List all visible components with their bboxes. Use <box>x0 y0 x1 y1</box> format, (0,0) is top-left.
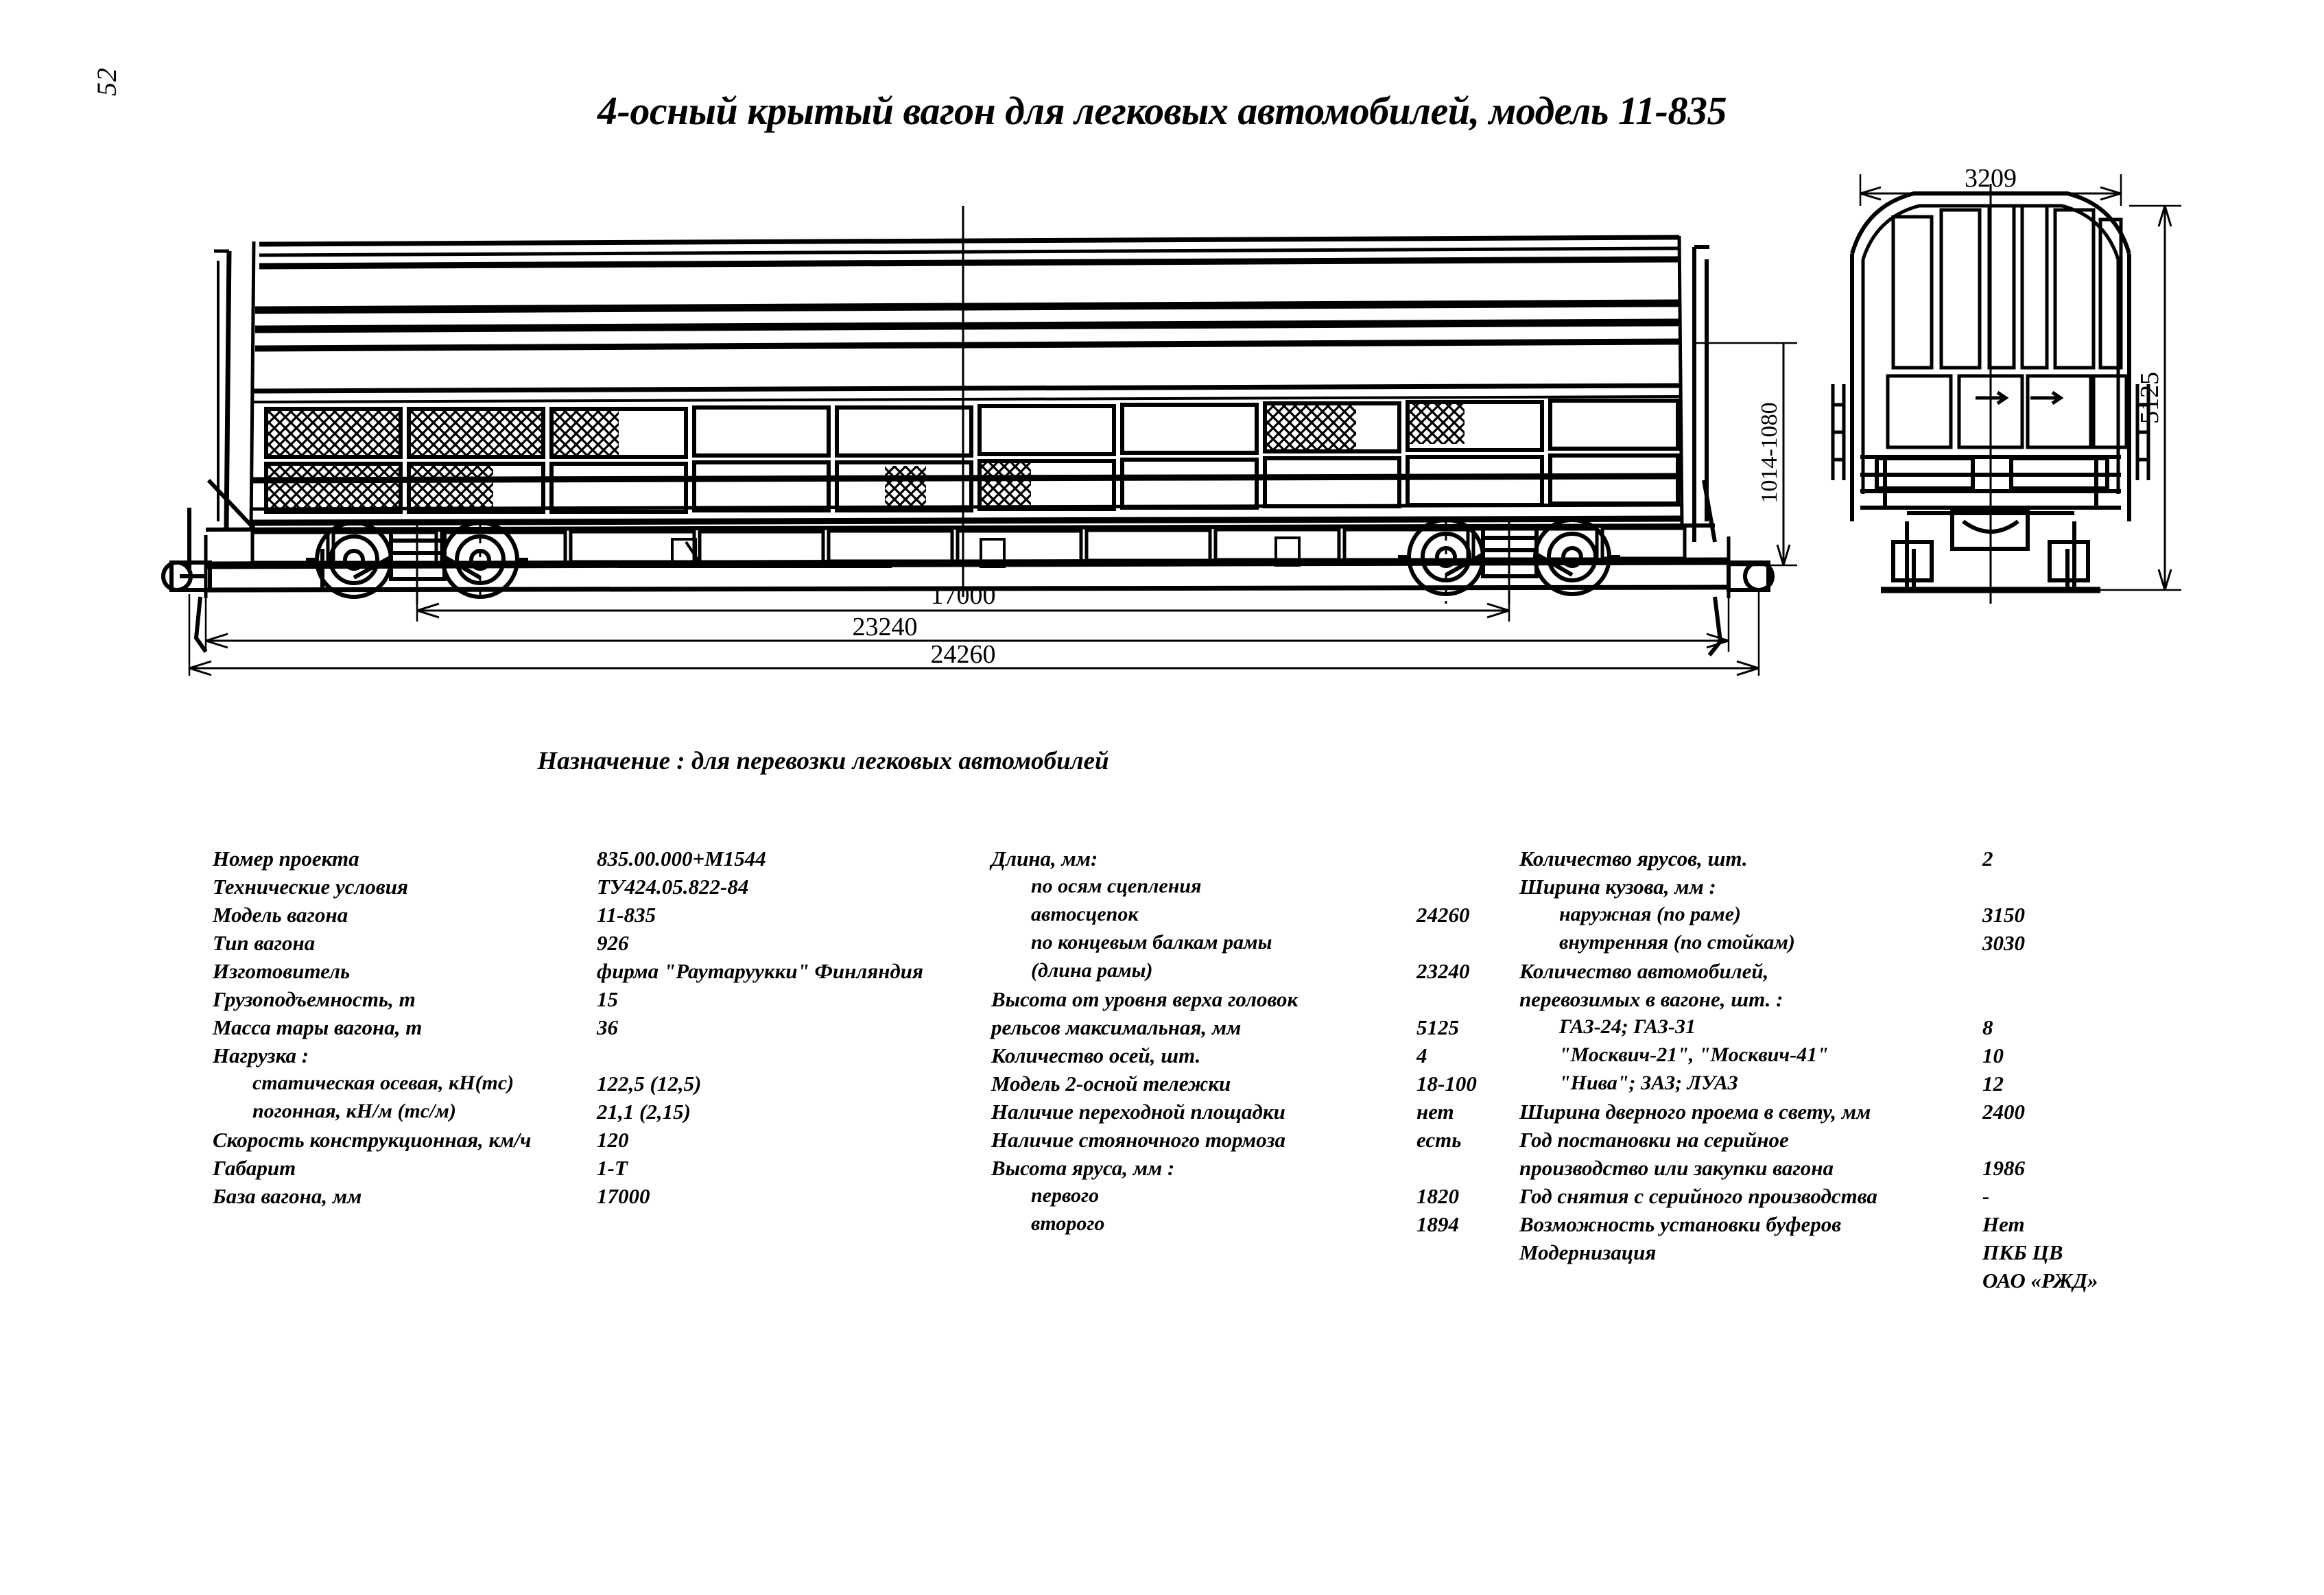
spec-value: нет <box>1416 1100 1454 1124</box>
spec-value: 835.00.000+М1544 <box>597 847 766 871</box>
spec-label: Модель 2-осной тележки <box>991 1072 1231 1096</box>
spec-value: 15 <box>597 987 618 1011</box>
spec-value: 926 <box>597 931 629 955</box>
technical-drawing: 17000 23240 24260 3209 5125 1014-1080 <box>0 0 2324 693</box>
spec-value: 23240 <box>1416 959 1470 983</box>
spec-label: Наличие стояночного тормоза <box>991 1128 1285 1152</box>
spec-label: Год снятия с серийного производства <box>1519 1184 1877 1208</box>
spec-value: ТУ424.05.822-84 <box>597 875 749 899</box>
spec-label: второго <box>1031 1212 1105 1235</box>
spec-label: погонная, кН/м (тс/м) <box>252 1100 456 1122</box>
spec-label: Высота яруса, мм : <box>991 1156 1175 1180</box>
spec-label: по концевым балкам рамы <box>1031 931 1272 954</box>
spec-label: Тип вагона <box>213 931 316 955</box>
spec-label: Масса тары вагона, т <box>213 1015 423 1039</box>
spec-label: Скорость конструкционная, км/ч <box>213 1128 532 1152</box>
spec-value: 5125 <box>1416 1015 1459 1039</box>
spec-value: 4 <box>1416 1043 1427 1067</box>
page-title: 4-осный крытый вагон для легковых автомо… <box>597 88 1727 133</box>
spec-label: Технические условия <box>213 875 408 899</box>
dim-frame-length: 23240 <box>853 613 918 641</box>
dim-coupler-length: 24260 <box>931 640 996 669</box>
dim-end-width: 3209 <box>1965 164 2017 193</box>
spec-label: Изготовитель <box>213 959 351 983</box>
spec-label: по осям сцепления <box>1031 875 1202 897</box>
dim-wheelbase: 17000 <box>931 581 996 610</box>
spec-label: Модель вагона <box>213 903 348 927</box>
spec-value: 10 <box>1982 1043 2004 1067</box>
spec-value: 1894 <box>1416 1212 1459 1236</box>
spec-label: (длина рамы) <box>1031 959 1153 982</box>
purpose-line: Назначение : для перевозки легковых авто… <box>537 747 1109 775</box>
spec-value: 1986 <box>1982 1156 2025 1180</box>
spec-value: 12 <box>1982 1072 2004 1096</box>
spec-value: 1-Т <box>597 1156 628 1180</box>
spec-label: статическая осевая, кН(тс) <box>252 1072 514 1094</box>
spec-value: - <box>1982 1184 1990 1208</box>
spec-label: Возможность установки буферов <box>1519 1212 1842 1236</box>
spec-value: 3150 <box>1982 903 2025 927</box>
spec-label: Ширина дверного проема в свету, мм <box>1519 1100 1871 1124</box>
spec-value: фирма "Раутаруукки" Финляндия <box>597 959 924 983</box>
spec-value: 11-835 <box>597 903 656 927</box>
spec-label: Количество осей, шт. <box>991 1043 1201 1067</box>
spec-value: 120 <box>597 1128 629 1152</box>
spec-value: 17000 <box>597 1184 650 1208</box>
spec-label: Номер проекта <box>213 847 359 871</box>
spec-value: ПКБ ЦВ <box>1982 1240 2063 1264</box>
spec-label: наружная (по раме) <box>1559 903 1742 925</box>
spec-value: Нет <box>1982 1212 2025 1236</box>
dim-coupler-height: 1014-1080 <box>1757 402 1782 503</box>
spec-label: автосцепок <box>1031 903 1139 925</box>
spec-label: Количество ярусов, шт. <box>1519 847 1748 871</box>
spec-value: 2 <box>1982 847 1993 871</box>
spec-label: внутренняя (по стойкам) <box>1559 931 1795 954</box>
spec-value: ОАО «РЖД» <box>1982 1268 2098 1292</box>
spec-value: 24260 <box>1416 903 1470 927</box>
spec-label: База вагона, мм <box>213 1184 362 1208</box>
spec-value: 36 <box>597 1015 618 1039</box>
spec-value: 122,5 (12,5) <box>597 1072 702 1096</box>
spec-label: Количество автомобилей, <box>1519 959 1769 983</box>
spec-label: перевозимых в вагоне, шт. : <box>1519 987 1783 1011</box>
spec-label: производство или закупки вагона <box>1519 1156 1834 1180</box>
spec-value: 18-100 <box>1416 1072 1477 1096</box>
spec-value: 8 <box>1982 1015 1993 1039</box>
spec-label: Габарит <box>213 1156 296 1180</box>
spec-label: Грузоподъемность, т <box>213 987 416 1011</box>
spec-label: рельсов максимальная, мм <box>991 1015 1242 1039</box>
spec-label: Модернизация <box>1519 1240 1657 1264</box>
spec-value: 3030 <box>1982 931 2025 955</box>
spec-label: Длина, мм: <box>991 847 1098 871</box>
spec-value: 21,1 (2,15) <box>597 1100 691 1124</box>
spec-label: Нагрузка : <box>213 1043 309 1067</box>
spec-label: Наличие переходной площадки <box>991 1100 1285 1124</box>
dim-end-height: 5125 <box>2135 372 2164 424</box>
spec-label: ГАЗ-24; ГАЗ-31 <box>1559 1015 1696 1038</box>
spec-label: "Нива"; ЗАЗ; ЛУАЗ <box>1559 1072 1738 1094</box>
spec-value: 2400 <box>1982 1100 2025 1124</box>
spec-label: первого <box>1031 1184 1100 1207</box>
spec-value: 1820 <box>1416 1184 1459 1208</box>
spec-label: Год постановки на серийное <box>1519 1128 1789 1152</box>
spec-label: "Москвич-21", "Москвич-41" <box>1559 1043 1829 1066</box>
spec-label: Высота от уровня верха головок <box>991 987 1299 1011</box>
spec-label: Ширина кузова, мм : <box>1519 875 1716 899</box>
spec-value: есть <box>1416 1128 1462 1152</box>
